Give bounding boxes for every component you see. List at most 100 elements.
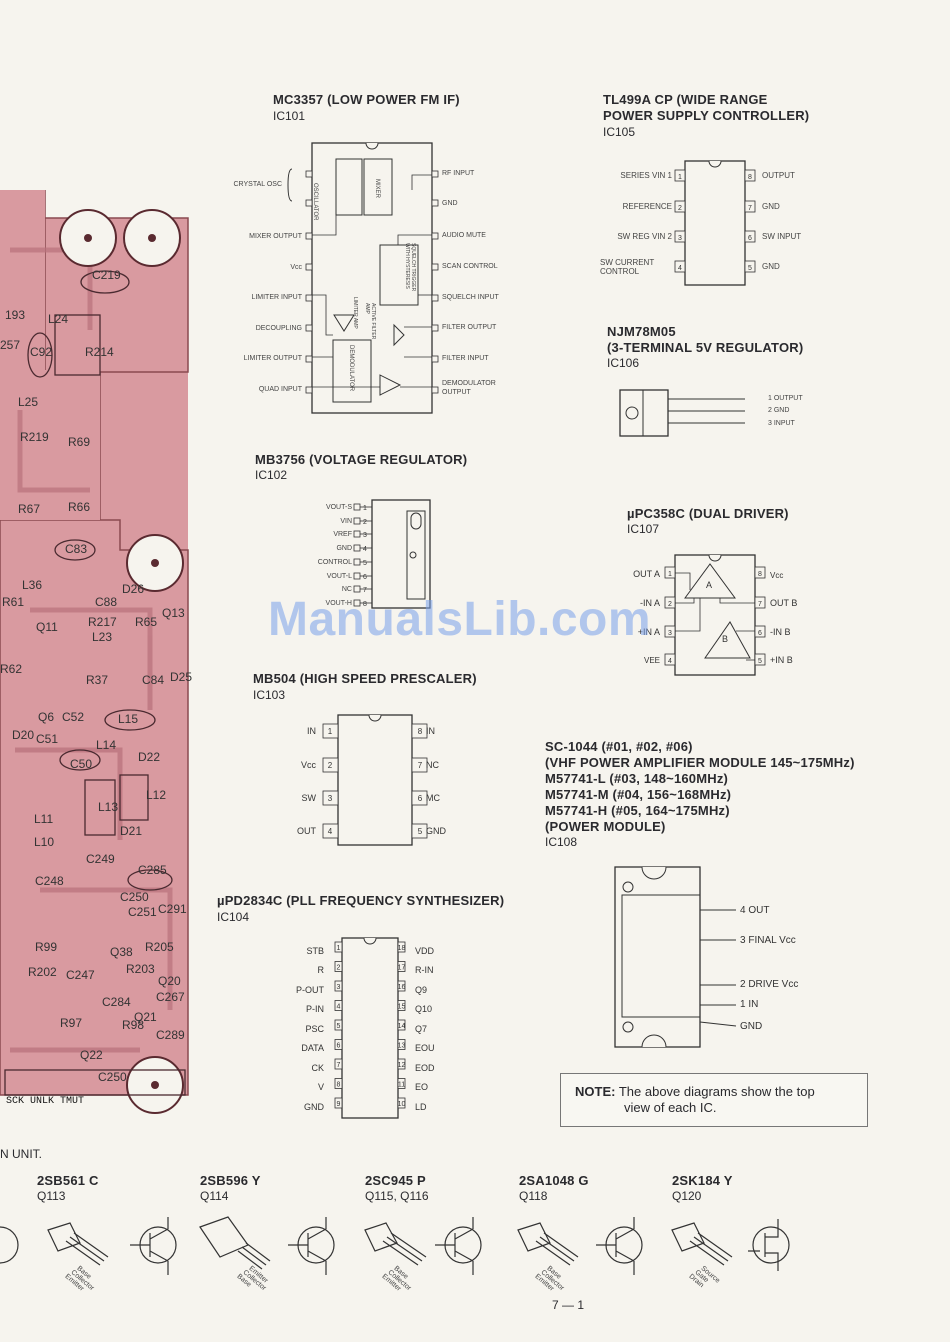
pcb-label: C250 <box>120 890 149 904</box>
pcb-label: R37 <box>86 673 109 687</box>
ic101-right-pin: SQUELCH INPUT <box>442 294 499 301</box>
pcb-label: Q11 <box>36 620 58 634</box>
svg-text:1: 1 <box>328 727 333 736</box>
ic104-right-pin: Q10 <box>415 1004 433 1014</box>
ic101-right-pin: SCAN CONTROL <box>442 263 498 270</box>
ic106-title2: (3-TERMINAL 5V REGULATOR) <box>607 340 804 355</box>
pcb-label: L13 <box>98 800 119 814</box>
ic102-pin: VOUT-S <box>325 504 352 511</box>
pcb-label: L12 <box>146 788 167 802</box>
ic101-title: MC3357 (LOW POWER FM IF) <box>273 92 460 107</box>
ic108-line: (POWER MODULE) <box>545 819 666 834</box>
ic105-right-pin: OUTPUT <box>762 171 795 180</box>
svg-text:8: 8 <box>363 601 367 608</box>
pcb-label: R67 <box>18 502 41 516</box>
ic107-right-pin: +IN B <box>770 655 793 665</box>
svg-text:4: 4 <box>678 265 682 272</box>
ic107-left-pin: +IN A <box>637 627 660 637</box>
ic107-right-pin: OUT B <box>770 598 798 608</box>
svg-text:1: 1 <box>363 505 367 512</box>
ic101-left-pin: DECOUPLING <box>255 325 302 332</box>
pcb-label: C251 <box>128 905 157 919</box>
pcb-label: 193 <box>5 308 26 322</box>
ic104-pin-number: 4 <box>337 1004 341 1011</box>
svg-text:2: 2 <box>363 519 367 526</box>
svg-text:2: 2 <box>678 205 682 212</box>
svg-text:2: 2 <box>668 601 672 608</box>
ic101-diagram <box>287 142 439 414</box>
ic103-right-pin: NC <box>426 760 439 770</box>
ic108-line: SC-1044 (#01, #02, #06) <box>545 739 693 754</box>
pcb-label: C83 <box>65 542 88 556</box>
transistor-part: 2SC945 P <box>365 1173 426 1188</box>
transistor-part: 2SK184 Y <box>672 1173 733 1188</box>
svg-text:5: 5 <box>363 560 367 567</box>
pcb-label: D25 <box>170 670 193 684</box>
ic101-block: LIMITER AMP <box>352 297 358 329</box>
ic104-pin-box <box>397 1078 406 1089</box>
ic104-pin-number: 1 <box>337 945 341 952</box>
ic101-left-pin: LIMITER INPUT <box>251 294 302 301</box>
ic104-right-pin: R-IN <box>415 965 434 975</box>
ic101-block: MIXER <box>374 179 380 199</box>
svg-text:6: 6 <box>363 574 367 581</box>
ic104-pin-box <box>397 961 406 972</box>
pcb-label: C52 <box>62 710 85 724</box>
ic104-pin-number: 3 <box>337 984 341 991</box>
note-text2: view of each IC. <box>624 1100 717 1115</box>
ic102-pin: VREF <box>333 531 352 538</box>
ic101-left-pin: Vcc <box>290 264 302 271</box>
svg-text:8: 8 <box>748 174 752 181</box>
ic106-ref: IC106 <box>607 356 640 370</box>
pcb-label: C248 <box>35 874 64 888</box>
ic101-block: DEMODULATOR <box>348 345 354 392</box>
ic104-left-pin: P-OUT <box>296 985 324 995</box>
pcb-label: 257 <box>0 338 21 352</box>
ic104-pin-number: 2 <box>337 965 341 972</box>
ic104-pin-box <box>334 941 343 953</box>
unit-caption: N UNIT. <box>0 1147 42 1161</box>
ic104-pin-number: 7 <box>337 1062 341 1069</box>
svg-text:3: 3 <box>668 630 672 637</box>
pcb-label: C291 <box>158 902 187 916</box>
svg-text:4: 4 <box>328 827 333 836</box>
ic104-right-pin: Q7 <box>415 1024 428 1034</box>
transistor-ref: Q115, Q116 <box>365 1189 429 1203</box>
svg-text:4: 4 <box>668 658 672 665</box>
ic101-right-pin: RF INPUT <box>442 170 475 177</box>
ic104-pin-number: 13 <box>398 1043 406 1050</box>
ic101-left-pin: LIMITER OUTPUT <box>243 355 302 362</box>
ic101-ref: IC101 <box>273 109 306 123</box>
ic104-right-pin: LD <box>415 1102 427 1112</box>
pcb-label: R205 <box>145 940 174 954</box>
ic104-pin-box <box>397 1097 406 1109</box>
ic108-ref: IC108 <box>545 835 578 849</box>
pcb-label: R61 <box>2 595 25 609</box>
ic102-pin: GND <box>336 545 352 552</box>
ic104-right-pin: EOD <box>415 1063 435 1073</box>
svg-text:7: 7 <box>363 587 367 594</box>
pcb-label: D22 <box>138 750 161 764</box>
ic104-title: µPD2834C (PLL FREQUENCY SYNTHESIZER) <box>217 893 505 908</box>
ic104-pin-number: 9 <box>337 1101 341 1108</box>
svg-text:3: 3 <box>363 532 367 539</box>
pcb-label: R97 <box>60 1016 83 1030</box>
pcb-label: R98 <box>122 1018 145 1032</box>
pcb-label: C219 <box>92 268 121 282</box>
pcb-label: L10 <box>34 835 55 849</box>
note-box: NOTE: The above diagrams show the top vi… <box>560 1073 868 1127</box>
svg-text:A: A <box>706 580 712 590</box>
svg-text:5: 5 <box>748 265 752 272</box>
ic104-right-pin: Q9 <box>415 985 428 995</box>
svg-text:8: 8 <box>758 571 762 578</box>
transistor-ref: Q114 <box>200 1189 229 1203</box>
ic101-right-pin: FILTER OUTPUT <box>442 324 497 331</box>
ic101-side-label: CRYSTAL OSC <box>233 181 283 188</box>
ic104-pin-number: 15 <box>398 1004 406 1011</box>
pcb-label: R62 <box>0 662 23 676</box>
ic101-block: SQUELCH TRIGGER WITH HYSTERESIS <box>404 243 416 292</box>
pcb-label: Q20 <box>158 974 181 988</box>
pcb-label: C88 <box>95 595 118 609</box>
ic107-left-pin: -IN A <box>639 598 660 608</box>
